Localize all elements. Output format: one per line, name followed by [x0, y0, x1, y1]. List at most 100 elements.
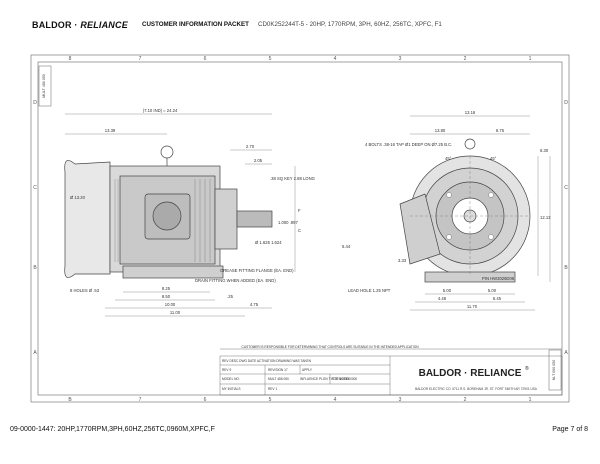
- tb-row1: REV DESC DWG DATE ACTIVATION DRAWING WAS…: [222, 359, 312, 363]
- svg-text:3: 3: [399, 397, 402, 403]
- header: BALDOR · RELIANCE CUSTOMER INFORMATION P…: [0, 0, 600, 46]
- drain-fitting-note: DRAIN FITTING WHEN ADDED (EA. END): [195, 278, 276, 283]
- dim-left-small: 6.44: [342, 244, 351, 249]
- svg-text:1: 1: [529, 56, 532, 62]
- svg-text:C: C: [564, 185, 568, 191]
- svg-text:B: B: [68, 397, 72, 403]
- title-block-text: CUSTOMER IS RESPONSIBLE FOR DETERMINING …: [222, 345, 419, 391]
- dim-front-b: 6.75: [496, 128, 505, 133]
- front-dim-text: 13.16 13.80 6.75 4 BOLTS .38-16 TAP Ø1 D…: [342, 110, 551, 309]
- model-description: CD0K252244T-5 - 20HP, 1770RPM, 3PH, 60HZ…: [258, 21, 442, 28]
- dim-sub-a: 1.000 .997: [278, 220, 298, 225]
- bolts-note: 4 BOLTS .38-16 TAP Ø1 DEEP ON Ø7.25 B.C.: [365, 142, 452, 147]
- svg-text:C: C: [33, 185, 37, 191]
- side-label-box-right: [548, 349, 562, 391]
- svg-text:B: B: [564, 265, 568, 271]
- dim-right-b: 12.13: [540, 215, 551, 220]
- column-markers-bottom: B 7 6 5 4 3 2 1: [68, 397, 531, 403]
- dim-b2: 8.50: [162, 294, 171, 299]
- motor-side-view: [64, 145, 273, 279]
- svg-text:2: 2: [464, 397, 467, 403]
- holes-note: 8 HOLES Ø .53: [70, 288, 100, 293]
- svg-text:A: A: [33, 350, 37, 356]
- tb-influence: INFLUENCE PLGN T PGS NOTE1: [300, 377, 350, 381]
- dim-overall: (7.10 IND) = 24.24: [143, 108, 178, 113]
- side-label-box-left: [38, 65, 52, 107]
- svg-text:4: 4: [334, 397, 337, 403]
- side-dim-text: (7.10 IND) = 24.24 13.39 2.70 2.05 .38 S…: [70, 108, 315, 315]
- angle-left: 45°: [445, 156, 452, 161]
- column-markers-top: 8 7 6 5 4 3 2 1: [69, 56, 532, 62]
- dim-b5: 4.75: [250, 302, 259, 307]
- dimension-drawing: 8 7 6 5 4 3 2 1 B 7 6 5 4 3 2 1 D C B A …: [30, 54, 570, 403]
- dim-fb3: 4.48: [438, 296, 447, 301]
- grease-fitting-note: GREASE FITTING FLANGE (EA. END): [220, 268, 294, 273]
- footer-model: 09-0000-1447: 20HP,1770RPM,3PH,60HZ,256T…: [10, 426, 215, 433]
- dim-front-top: 13.16: [465, 110, 476, 115]
- dim-b1: 8.25: [162, 286, 171, 291]
- dim-dia-small: Ø 1.625 1.624: [255, 240, 282, 245]
- side-label-right: NLT 000 050: [552, 360, 556, 380]
- packet-title: CUSTOMER INFORMATION PACKET: [142, 21, 249, 28]
- svg-text:D: D: [564, 100, 568, 106]
- registered-mark: ®: [525, 365, 529, 372]
- baldor-reliance-logo: BALDOR · RELIANCE: [32, 20, 128, 30]
- svg-text:8: 8: [69, 56, 72, 62]
- dim-d1: 2.70: [246, 144, 255, 149]
- dim-left-offset: 13.39: [105, 128, 116, 133]
- row-markers: D C B A D C B A: [33, 100, 568, 356]
- dim-d2: 2.05: [254, 158, 263, 163]
- dim-b4: 11.00: [170, 310, 181, 315]
- tb-initials: MY INITIALS: [222, 387, 241, 391]
- dim-keyway: .38 SQ KEY 2.88 LONG: [270, 176, 315, 181]
- svg-text:5: 5: [269, 56, 272, 62]
- tb-model-value: MULT 486 050: [268, 377, 289, 381]
- front-dim-lines: [410, 115, 551, 311]
- motor-fins: [114, 179, 211, 262]
- svg-text:D: D: [33, 100, 37, 106]
- title-block-address: BALDOR ELECTRIC CO. 5711 R.S. BOREHAM JR…: [415, 387, 538, 391]
- svg-text:A: A: [564, 350, 568, 356]
- tb-model-label: MODEL NO.: [222, 377, 240, 381]
- svg-text:B: B: [33, 265, 37, 271]
- dim-fb4: 6.45: [493, 296, 502, 301]
- dim-fb5: 11.70: [467, 304, 478, 309]
- angle-right: 45°: [490, 156, 497, 161]
- tb-ctr: CTR 1000000000: [332, 377, 357, 381]
- pin-note: PIN HW3026D06: [482, 276, 515, 281]
- svg-text:6: 6: [204, 397, 207, 403]
- dim-b6: .25: [227, 294, 233, 299]
- dim-mid-small: 3.33: [398, 258, 407, 263]
- svg-text:3: 3: [399, 56, 402, 62]
- svg-text:2: 2: [464, 56, 467, 62]
- tb-rev1: REV 1: [268, 387, 277, 391]
- dim-right-a: 6.30: [540, 148, 549, 153]
- customer-notice: CUSTOMER IS RESPONSIBLE FOR DETERMINING …: [241, 345, 419, 349]
- lead-hole-note: LEAD HOLE 1.25 NPT: [348, 288, 391, 293]
- dim-b3: 10.00: [165, 302, 176, 307]
- dim-shaft-dia: Ø 13.20: [70, 195, 86, 200]
- outer-border: [30, 54, 570, 403]
- front-bolt-holes: [446, 192, 494, 240]
- dim-fb2: 5.00: [488, 288, 497, 293]
- motor-front-view: [399, 138, 531, 283]
- side-dim-lines: [65, 113, 296, 317]
- side-label-left: MULT 486 050: [42, 74, 46, 97]
- svg-text:7: 7: [139, 397, 142, 403]
- dim-front-a: 13.80: [435, 128, 446, 133]
- svg-text:4: 4: [334, 56, 337, 62]
- tb-rev: REV 9: [222, 368, 231, 372]
- tb-apply: APPLY: [302, 368, 313, 372]
- title-block: [219, 348, 563, 396]
- page-number: Page 7 of 8: [552, 426, 588, 433]
- tb-revision: REVISION 17: [268, 368, 288, 372]
- dim-f: F: [298, 208, 301, 213]
- title-block-brand: BALDOR · RELIANCE: [419, 368, 522, 379]
- svg-text:6: 6: [204, 56, 207, 62]
- drawing-sheet: 8 7 6 5 4 3 2 1 B 7 6 5 4 3 2 1 D C B A …: [30, 54, 570, 403]
- dim-fb1: 5.00: [443, 288, 452, 293]
- svg-text:7: 7: [139, 56, 142, 62]
- svg-text:1: 1: [529, 397, 532, 403]
- dim-c: C: [298, 228, 301, 233]
- svg-text:5: 5: [269, 397, 272, 403]
